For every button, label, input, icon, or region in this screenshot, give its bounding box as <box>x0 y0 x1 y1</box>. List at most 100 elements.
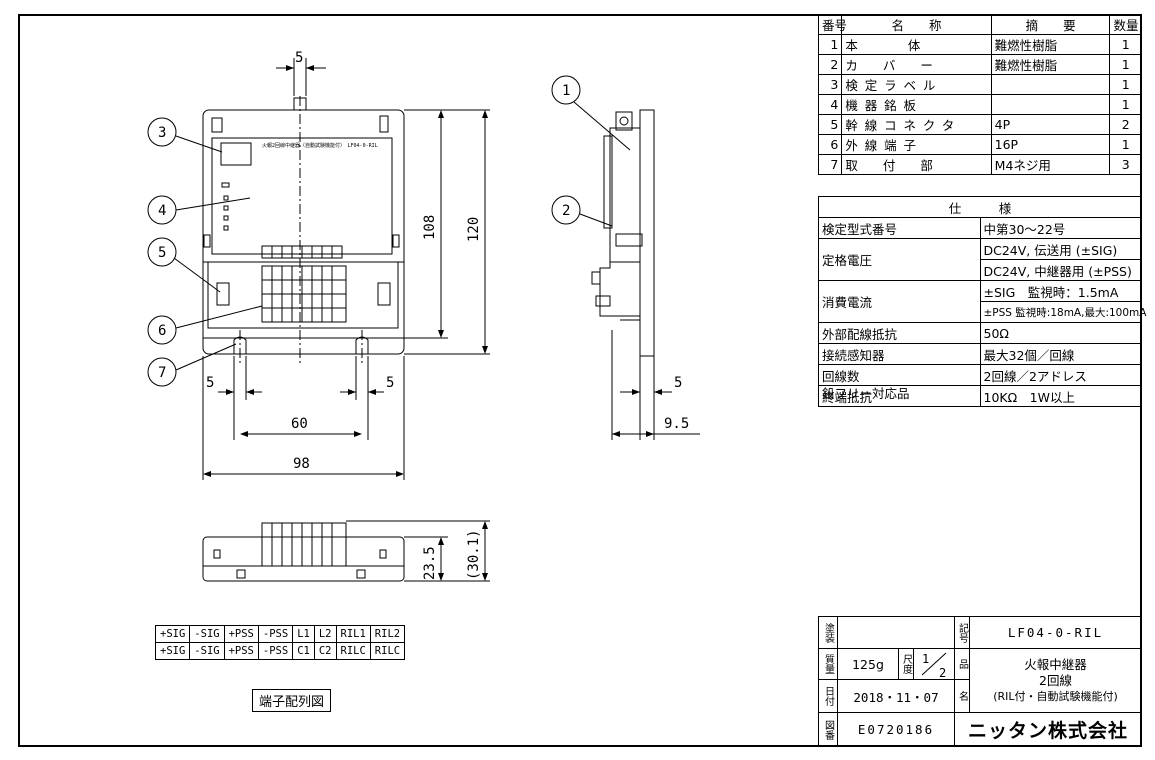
spec-value: 2回線／2アドレス <box>979 364 1142 386</box>
dim-left-5: 5 <box>206 375 214 391</box>
row-summary: 難燃性樹脂 <box>990 54 1111 75</box>
spec-value: ±SIG 監視時：1.5mA <box>979 280 1142 302</box>
terminal-cell: RIL2 <box>369 625 406 643</box>
row-qty: 2 <box>1109 114 1142 135</box>
row-qty: 1 <box>1109 54 1142 75</box>
row-summary: M4ネジ用 <box>990 154 1111 175</box>
callout-3: 3 <box>158 125 166 141</box>
row-name: カ バ ー <box>841 54 992 75</box>
spec-label: 外部配線抵抗 <box>818 322 981 344</box>
mass-label: 質量 <box>822 654 834 674</box>
row-num: 6 <box>817 134 843 155</box>
terminal-layout-table: +SIG -SIG +PSS -PSS L1 L2 RIL1 RIL2 +SIG… <box>154 625 406 660</box>
row-qty: 1 <box>1109 34 1142 55</box>
spec-value: 50Ω <box>979 322 1142 344</box>
name-label: 名 <box>956 691 968 701</box>
scale-fraction: 1 2 <box>921 652 947 680</box>
row-num: 4 <box>817 94 843 115</box>
row-num: 5 <box>817 114 843 135</box>
bottom-terminals <box>261 522 347 567</box>
dim-width-98: 98 <box>293 456 310 472</box>
spec-value: ±PSS 監視時:18mA,最大:100mA <box>979 301 1146 323</box>
symbol-label: 記号 <box>956 622 968 643</box>
approval-label <box>220 142 252 166</box>
terminal-cell: L2 <box>313 625 337 643</box>
side-body-outline <box>639 109 655 357</box>
connector-row <box>261 245 343 259</box>
label-area <box>211 137 393 255</box>
row-num: 1 <box>817 34 843 55</box>
terminal-cell: +PSS <box>223 642 259 660</box>
row-qty: 3 <box>1109 154 1142 175</box>
title-block: 塗装 記号 LF04-0-RIL 質量 125g 尺度 1 2 品 火報中継器 … <box>818 616 1142 747</box>
dim-top-width: 5 <box>295 50 303 66</box>
terminal-cell: -PSS <box>257 642 294 660</box>
terminal-cell: C1 <box>292 642 315 660</box>
table-row: +SIG -SIG +PSS -PSS C1 C2 RILC RILC <box>154 642 406 660</box>
terminal-cell: RILC <box>369 642 406 660</box>
terminal-cell: L1 <box>292 625 315 643</box>
lead-free-note: 鉛フリー対応品 <box>822 386 910 401</box>
row-name: 機器銘板 <box>841 94 992 115</box>
row-summary: 難燃性樹脂 <box>990 34 1111 55</box>
row-name: 本 体 <box>841 34 992 55</box>
terminal-cell: RILC <box>335 642 371 660</box>
nameplate-text: 火報2回線中継器（自動試験機能付） LF04-0-RIL <box>262 142 378 149</box>
row-summary: 16P <box>990 134 1111 155</box>
dim-right-5: 5 <box>386 375 394 391</box>
bottom-body-outline <box>202 536 405 582</box>
drawing-no-label: 図番 <box>822 719 834 740</box>
row-num: 7 <box>817 154 843 175</box>
row-summary: 4P <box>990 114 1111 135</box>
spec-label: 終端抵抗 <box>818 385 981 407</box>
dim-depth-235: 23.5 <box>422 546 438 580</box>
callout-6: 6 <box>158 323 166 339</box>
trunk-connector-right <box>377 282 391 306</box>
header-qty: 数量 <box>1109 14 1142 35</box>
row-summary <box>990 74 1111 95</box>
terminal-block <box>261 265 347 323</box>
spec-value: 中第30～22号 <box>979 217 1142 239</box>
terminal-cell: +SIG <box>154 642 191 660</box>
dim-height-108: 108 <box>422 215 438 240</box>
header-name: 名 称 <box>841 14 992 35</box>
product-name: 火報中継器 2回線 (RIL付・自動試験機能付) <box>969 648 1142 713</box>
terminal-layout-caption: 端子配列図 <box>252 689 332 712</box>
row-summary <box>990 94 1111 115</box>
company-logo: ニッタン株式会社 <box>954 712 1142 747</box>
row-name: 外線端子 <box>841 134 992 155</box>
date-value: 2018・11・07 <box>837 679 955 713</box>
mass-value: 125g <box>837 648 899 680</box>
spec-value: 10KΩ 1W以上 <box>979 385 1142 407</box>
row-qty: 1 <box>1109 134 1142 155</box>
terminal-cell: C2 <box>313 642 337 660</box>
dim-side-95: 9.5 <box>664 416 689 432</box>
spec-value: DC24V, 伝送用 (±SIG) <box>979 238 1142 260</box>
product-line-3: (RIL付・自動試験機能付) <box>993 689 1118 703</box>
callout-4: 4 <box>158 203 166 219</box>
callout-1: 1 <box>562 83 570 99</box>
product-label: 品 <box>956 659 968 669</box>
terminal-cell: -SIG <box>189 625 225 643</box>
drawing-number: E0720186 <box>837 712 955 747</box>
spec-label: 消費電流 <box>818 280 981 323</box>
row-name: 幹線コネクタ <box>841 114 992 135</box>
product-line-1: 火報中継器 <box>1024 656 1087 672</box>
spec-label: 定格電圧 <box>818 238 981 281</box>
dim-pitch-60: 60 <box>291 416 308 432</box>
coating-value <box>837 616 955 649</box>
scale-denominator: 2 <box>939 666 946 680</box>
product-line-2: 2回線 <box>1039 672 1072 688</box>
model-symbol: LF04-0-RIL <box>969 616 1142 649</box>
scale-value: 1 2 <box>913 648 955 680</box>
